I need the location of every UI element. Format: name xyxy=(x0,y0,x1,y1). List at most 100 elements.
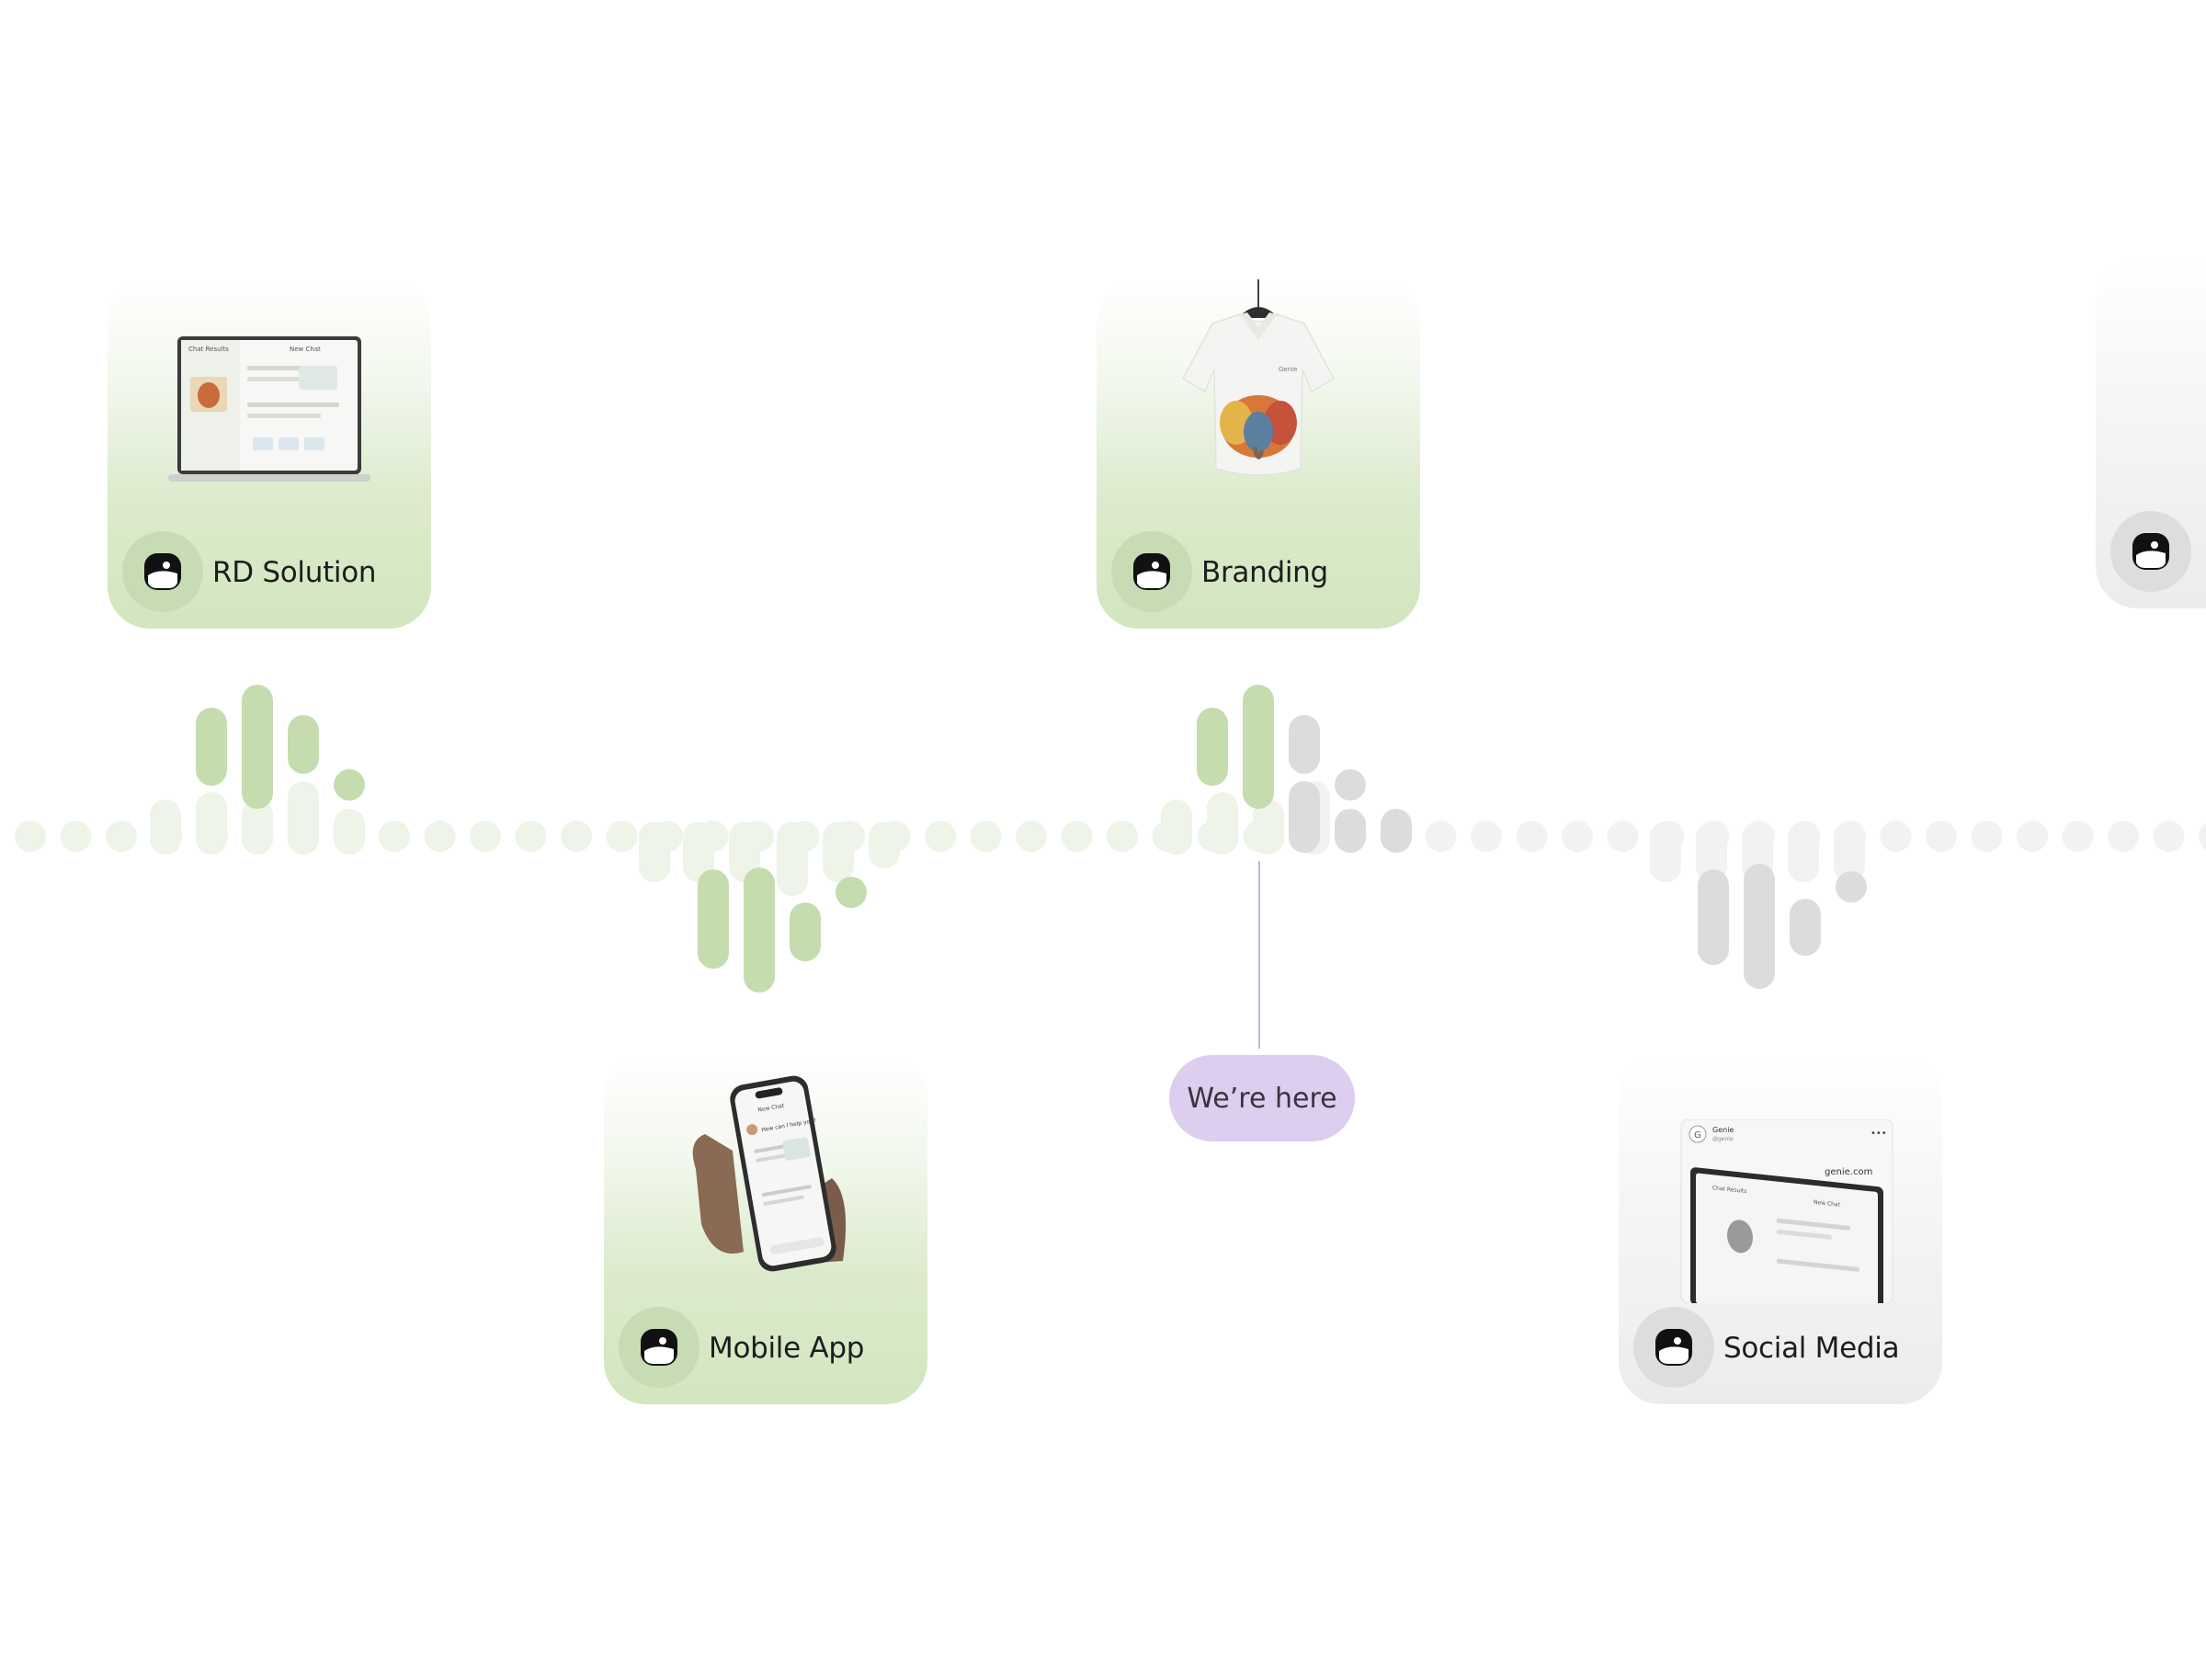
card-label: Social Media xyxy=(1723,1332,1900,1365)
timeline-dot xyxy=(2017,821,2048,852)
laptop-left-title: Chat Results xyxy=(188,346,229,353)
laptop-mockup-image: Chat Results New Chat xyxy=(168,336,370,482)
timeline-bar xyxy=(196,708,227,786)
card-logo xyxy=(1111,531,1192,612)
card-social-media[interactable]: G Genie @genie ••• genie.com Chat Result… xyxy=(1619,1055,1942,1404)
social-post-mockup-image: G Genie @genie ••• genie.com Chat Result… xyxy=(1680,1119,1893,1303)
timeline-dot xyxy=(1107,821,1138,852)
card-logo xyxy=(619,1307,699,1388)
genie-logo-icon xyxy=(144,553,181,590)
timeline-bar xyxy=(1335,809,1366,853)
genie-logo-icon xyxy=(2132,533,2169,570)
timeline-bump xyxy=(823,822,854,882)
timeline-bump xyxy=(683,822,714,882)
timeline-dot xyxy=(561,821,592,852)
timeline-bar xyxy=(1381,809,1412,853)
timeline-dot xyxy=(1562,821,1593,852)
svg-text:G: G xyxy=(1694,1130,1701,1141)
timeline-dot xyxy=(1516,821,1548,852)
timeline-dot xyxy=(1016,821,1047,852)
card-label: RD Solution xyxy=(212,556,377,589)
timeline-bar xyxy=(1289,781,1320,853)
timeline-dot xyxy=(1880,821,1912,852)
timeline-dot xyxy=(424,821,456,852)
timeline-bump xyxy=(1161,800,1192,855)
timeline-bar xyxy=(698,869,729,969)
timeline-bump xyxy=(1650,822,1681,882)
timeline-dot xyxy=(515,821,547,852)
svg-text:•••: ••• xyxy=(1871,1129,1887,1139)
timeline-dot xyxy=(1471,821,1502,852)
timeline-bar xyxy=(242,685,273,809)
timeline-bar xyxy=(1836,871,1867,902)
timeline-bump xyxy=(1834,822,1865,882)
timeline-bump xyxy=(869,822,900,868)
timeline-dot xyxy=(2199,823,2206,850)
timeline-bump xyxy=(288,781,319,855)
timeline-bump xyxy=(334,809,365,855)
timeline-bump xyxy=(242,800,273,855)
timeline-bar xyxy=(1243,685,1274,809)
card-logo xyxy=(2110,511,2191,592)
timeline-dot xyxy=(925,821,956,852)
timeline-bar xyxy=(836,877,867,908)
social-screen-right: New Chat xyxy=(1814,1199,1841,1209)
card-logo xyxy=(122,531,203,612)
card-label: Mobile App xyxy=(709,1332,865,1365)
card-rd-solution[interactable]: Chat Results New Chat RD Solution xyxy=(108,279,431,629)
timeline-dot xyxy=(1971,821,2003,852)
timeline-bar xyxy=(334,769,365,800)
timeline-bump xyxy=(1207,792,1238,855)
timeline-bump xyxy=(777,822,808,896)
timeline-bar xyxy=(1744,864,1775,989)
social-domain: genie.com xyxy=(1825,1167,1872,1177)
social-account-name: Genie xyxy=(1712,1126,1734,1134)
genie-logo-icon xyxy=(1655,1329,1692,1366)
marker-connector-line xyxy=(1258,861,1260,1049)
shirt-mockup-image: Genie xyxy=(1181,279,1336,476)
laptop-right-title: New Chat xyxy=(290,346,321,353)
social-screen-left: Chat Results xyxy=(1712,1185,1746,1195)
timeline-bump xyxy=(1253,800,1284,855)
timeline-bump xyxy=(1696,822,1727,882)
timeline-bump xyxy=(1788,822,1819,882)
timeline-bar xyxy=(1698,869,1729,965)
shirt-brand-text: Genie xyxy=(1279,366,1297,373)
timeline-bar xyxy=(744,868,775,993)
timeline-dot xyxy=(379,821,410,852)
timeline-bar xyxy=(288,715,319,774)
card-label: Branding xyxy=(1201,556,1328,589)
card-logo xyxy=(1633,1307,1714,1388)
timeline-bar xyxy=(1289,715,1320,774)
card-mobile-app[interactable]: New Chat How can I help you? Mobile App xyxy=(604,1055,927,1404)
card-branding[interactable]: Genie Branding xyxy=(1097,279,1420,629)
timeline-dot xyxy=(15,821,46,852)
timeline-bump xyxy=(150,800,181,855)
card-partial-right[interactable] xyxy=(2096,259,2206,608)
phone-mockup-image: New Chat How can I help you? xyxy=(692,1075,847,1272)
timeline-dot xyxy=(970,821,1002,852)
timeline-dot xyxy=(2153,821,2185,852)
genie-logo-icon xyxy=(641,1329,677,1366)
social-handle: @genie xyxy=(1712,1136,1734,1142)
timeline-bump xyxy=(196,792,227,855)
timeline-dot xyxy=(106,821,137,852)
timeline-dot xyxy=(1926,821,1957,852)
timeline-dot xyxy=(2062,821,2094,852)
genie-logo-icon xyxy=(1133,553,1170,590)
timeline-bar xyxy=(1197,708,1228,786)
timeline-dot xyxy=(1061,821,1093,852)
timeline-dot xyxy=(1607,821,1639,852)
timeline-dot xyxy=(1425,821,1457,852)
timeline-bump xyxy=(639,822,670,882)
timeline-bump xyxy=(729,822,760,882)
timeline-bar xyxy=(1790,899,1821,956)
timeline-dot xyxy=(470,821,501,852)
timeline-dot xyxy=(60,821,92,852)
timeline-dot xyxy=(606,821,638,852)
timeline-dot xyxy=(2108,821,2139,852)
we-are-here-marker[interactable]: We’re here xyxy=(1169,1055,1355,1141)
timeline-bar xyxy=(790,902,821,961)
timeline-bar xyxy=(1335,769,1366,800)
